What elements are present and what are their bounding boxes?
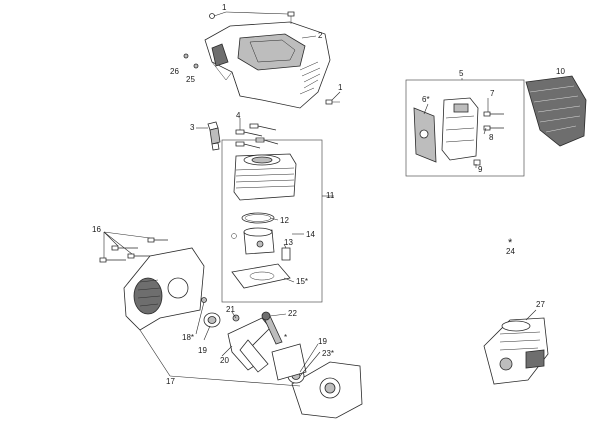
bearing-left [203, 312, 221, 328]
callout-20: 20 [220, 356, 229, 365]
callout-7: 7 [490, 89, 495, 98]
callout-labels: 1 2 26 25 1 3 4 5 10 6* 7 8 9 11 12 13 1… [92, 3, 565, 386]
engine-cover [204, 21, 331, 109]
piston-ring [241, 212, 275, 224]
callout-12: 12 [280, 216, 289, 225]
callout-5: 5 [459, 69, 464, 78]
callout-16: 16 [92, 225, 101, 234]
callout-15: 15* [296, 277, 308, 286]
leader-lines [103, 11, 537, 387]
spark-plug [207, 121, 221, 151]
callout-1-top: 1 [222, 3, 227, 12]
callout-2: 2 [318, 31, 323, 40]
crankcase-bolts [99, 237, 168, 263]
callout-13: 13 [284, 238, 293, 247]
callout-24: 24 [506, 247, 515, 256]
asterisk-marker-24: * [508, 237, 513, 249]
callout-9: 9 [478, 165, 483, 174]
muffler-nut [473, 159, 481, 166]
cover-small-screw-left [209, 13, 215, 19]
muffler [441, 97, 479, 161]
cylinder-kit-frame [221, 139, 323, 303]
callout-4: 4 [236, 111, 241, 120]
muffler-bolts [483, 111, 504, 131]
seal-left [201, 297, 207, 303]
callout-22: 22 [288, 309, 297, 318]
crankcase-gasket [271, 343, 307, 381]
callout-17: 17 [166, 377, 175, 386]
muffler-gasket [413, 107, 437, 163]
callout-10: 10 [556, 67, 565, 76]
callout-23: 23* [322, 349, 334, 358]
callout-8: 8 [489, 133, 494, 142]
callout-14: 14 [306, 230, 315, 239]
callout-19-right: 19 [318, 337, 327, 346]
callout-27: 27 [536, 300, 545, 309]
callout-26: 26 [170, 67, 179, 76]
crankshaft [227, 315, 283, 373]
needle-bearing [261, 311, 271, 321]
callout-21: 21 [226, 305, 235, 314]
callout-1-right: 1 [338, 83, 343, 92]
cylinder-bolts [235, 123, 279, 149]
callout-19-left: 19 [198, 346, 207, 355]
callout-18: 18* [182, 333, 194, 342]
asterisk-marker-gasket: * [284, 333, 287, 342]
engine-assembly [483, 317, 549, 385]
muffler-cover [525, 75, 587, 147]
cover-screw-top [287, 11, 295, 24]
cylinder-gasket [231, 263, 291, 289]
cylinder [233, 153, 297, 201]
piston-pin-clip [231, 233, 237, 239]
cover-bolts-left [183, 53, 199, 69]
piston-pin [281, 247, 291, 261]
muffler-kit-frame [405, 79, 525, 177]
piston [243, 227, 275, 255]
crankcase-right [291, 361, 363, 419]
callout-6: 6* [422, 95, 430, 104]
callout-11: 11 [326, 191, 335, 200]
callout-3: 3 [190, 123, 195, 132]
cover-screw-right [325, 99, 340, 105]
crankcase-left [123, 247, 205, 331]
callout-25: 25 [186, 75, 195, 84]
